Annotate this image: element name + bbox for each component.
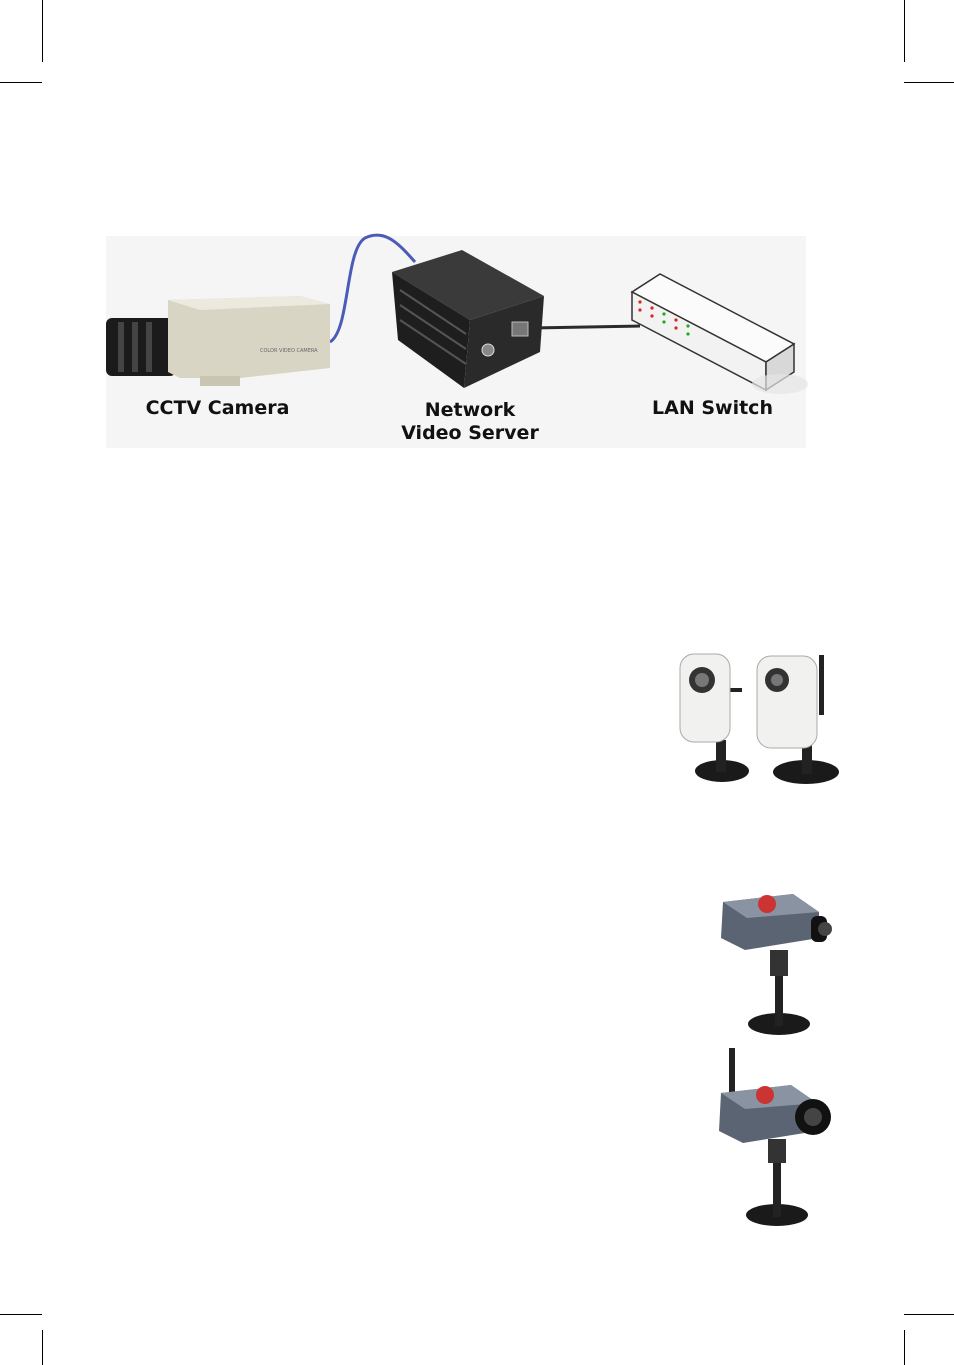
cube-camera-right-icon	[757, 655, 839, 784]
cable-ethernet	[532, 326, 640, 328]
label-network-video-server: Network Video Server	[390, 399, 550, 445]
box-camera-wired-icon	[721, 894, 832, 1035]
cube-camera-left-icon	[680, 654, 749, 782]
box-camera-wired-image	[715, 890, 835, 1040]
box-camera-wireless-image	[713, 1045, 833, 1230]
box-camera-wireless-icon	[719, 1048, 831, 1226]
lan-switch-icon	[632, 274, 808, 394]
label-lan-switch: LAN Switch	[640, 397, 785, 420]
cube-cameras-image	[662, 650, 862, 800]
cctv-camera-icon: COLOR VIDEO CAMERA	[106, 296, 330, 386]
svg-text:COLOR VIDEO CAMERA: COLOR VIDEO CAMERA	[260, 348, 318, 354]
label-cctv-camera: CCTV Camera	[140, 397, 295, 420]
video-server-icon	[392, 250, 544, 388]
